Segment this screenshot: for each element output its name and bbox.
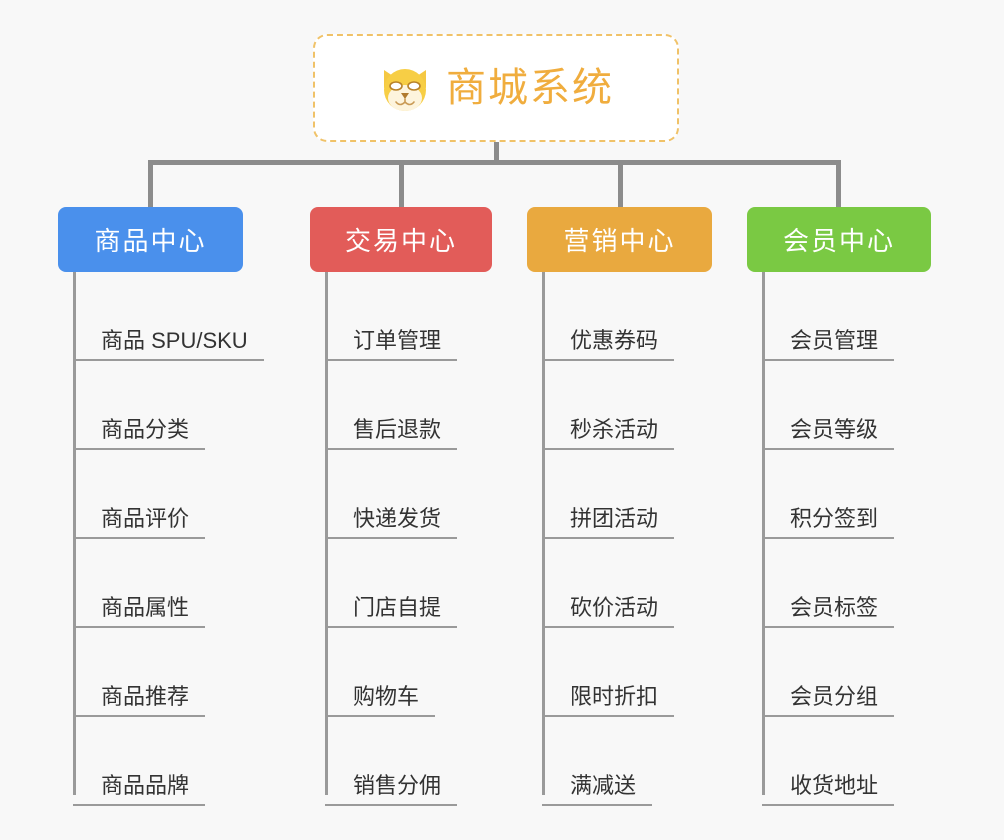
category-label: 营销中心	[563, 226, 676, 256]
drop-line-1	[148, 160, 153, 207]
list-item[interactable]: 商品分类	[58, 361, 243, 450]
leaf-list-1: 商品 SPU/SKU 商品分类 商品评价 商品属性 商品推荐 商品品牌	[58, 272, 264, 806]
list-item[interactable]: 积分签到	[747, 450, 931, 539]
leaf-label: 会员标签	[762, 595, 895, 628]
category-label: 会员中心	[782, 226, 895, 256]
list-item[interactable]: 优惠券码	[527, 272, 712, 361]
shiba-dog-face-icon	[384, 69, 426, 113]
leaf-label: 销售分佣	[325, 773, 458, 806]
list-item[interactable]: 商品属性	[58, 539, 243, 628]
leaf-label: 积分签到	[762, 506, 895, 539]
leaf-label: 秒杀活动	[542, 417, 675, 450]
category-label: 商品中心	[94, 226, 207, 256]
branch-column-3: 营销中心 优惠券码 秒杀活动 拼团活动 砍价活动 限时折扣 满减送	[527, 207, 712, 806]
leaf-label: 商品属性	[73, 595, 206, 628]
list-item[interactable]: 砍价活动	[527, 539, 712, 628]
leaf-list-4: 会员管理 会员等级 积分签到 会员标签 会员分组 收货地址	[747, 272, 931, 806]
list-item[interactable]: 商品 SPU/SKU	[58, 272, 264, 361]
leaf-label: 收货地址	[762, 773, 895, 806]
spine-line-2	[325, 272, 328, 795]
list-item[interactable]: 会员标签	[747, 539, 931, 628]
leaf-label: 会员分组	[762, 684, 895, 717]
leaf-label: 商品推荐	[73, 684, 206, 717]
leaf-label: 砍价活动	[542, 595, 675, 628]
branch-column-2: 交易中心 订单管理 售后退款 快递发货 门店自提 购物车 销售分佣	[310, 207, 492, 806]
branch-column-1: 商品中心 商品 SPU/SKU 商品分类 商品评价 商品属性 商品推荐 商品品牌	[58, 207, 264, 806]
leaf-label: 商品 SPU/SKU	[73, 328, 264, 361]
list-item[interactable]: 购物车	[310, 628, 492, 717]
leaf-list-2: 订单管理 售后退款 快递发货 门店自提 购物车 销售分佣	[310, 272, 492, 806]
spine-line-4	[762, 272, 765, 795]
list-item[interactable]: 拼团活动	[527, 450, 712, 539]
list-item[interactable]: 售后退款	[310, 361, 492, 450]
list-item[interactable]: 商品评价	[58, 450, 243, 539]
leaf-label: 拼团活动	[542, 506, 675, 539]
list-item[interactable]: 快递发货	[310, 450, 492, 539]
leaf-label: 订单管理	[325, 328, 458, 361]
leaf-label: 商品品牌	[73, 773, 206, 806]
list-item[interactable]: 会员管理	[747, 272, 931, 361]
leaf-list-3: 优惠券码 秒杀活动 拼团活动 砍价活动 限时折扣 满减送	[527, 272, 712, 806]
spine-line-3	[542, 272, 545, 795]
list-item[interactable]: 限时折扣	[527, 628, 712, 717]
leaf-label: 商品分类	[73, 417, 206, 450]
list-item[interactable]: 会员分组	[747, 628, 931, 717]
category-header-3[interactable]: 营销中心	[527, 207, 712, 272]
leaf-label: 门店自提	[325, 595, 458, 628]
branch-column-4: 会员中心 会员管理 会员等级 积分签到 会员标签 会员分组 收货地址	[747, 207, 931, 806]
category-label: 交易中心	[344, 226, 457, 256]
list-item[interactable]: 满减送	[527, 717, 712, 806]
leaf-label: 商品评价	[73, 506, 206, 539]
horizontal-bus-line	[148, 160, 840, 165]
drop-line-3	[618, 160, 623, 207]
category-header-4[interactable]: 会员中心	[747, 207, 931, 272]
list-item[interactable]: 门店自提	[310, 539, 492, 628]
leaf-label: 快递发货	[325, 506, 458, 539]
spine-line-1	[73, 272, 76, 795]
drop-line-4	[836, 160, 841, 207]
leaf-label: 会员管理	[762, 328, 895, 361]
leaf-label: 购物车	[325, 684, 436, 717]
leaf-label: 满减送	[542, 773, 653, 806]
list-item[interactable]: 收货地址	[747, 717, 931, 806]
list-item[interactable]: 商品品牌	[58, 717, 243, 806]
leaf-label: 限时折扣	[542, 684, 675, 717]
leaf-label: 会员等级	[762, 417, 895, 450]
root-node[interactable]: 商城系统	[313, 34, 679, 142]
list-item[interactable]: 秒杀活动	[527, 361, 712, 450]
leaf-label: 售后退款	[325, 417, 458, 450]
root-title: 商城系统	[446, 66, 614, 110]
drop-line-2	[399, 160, 404, 207]
list-item[interactable]: 销售分佣	[310, 717, 492, 806]
category-header-1[interactable]: 商品中心	[58, 207, 243, 272]
list-item[interactable]: 会员等级	[747, 361, 931, 450]
root-stem-line	[494, 142, 499, 164]
category-header-2[interactable]: 交易中心	[310, 207, 492, 272]
list-item[interactable]: 商品推荐	[58, 628, 243, 717]
list-item[interactable]: 订单管理	[310, 272, 492, 361]
leaf-label: 优惠券码	[542, 328, 675, 361]
